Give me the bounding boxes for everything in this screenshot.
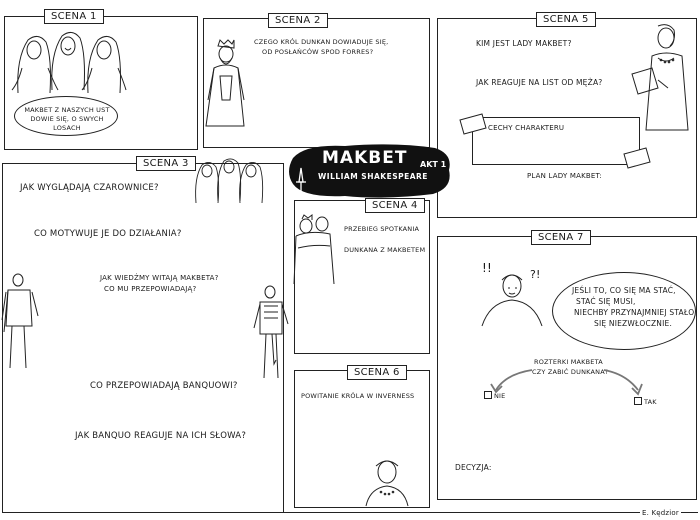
lady-macbeth-illustration [631,24,689,131]
option-yes[interactable]: Tak [634,397,657,407]
scene-7-quote-line1: Jeśli to, co się ma stać, [572,286,676,295]
scene-1-bubble-text: Makbet z naszych ust dowie się, o swych … [24,106,110,132]
scene-3-question-4: Co przepowiadają Banquowi? [90,381,238,391]
play-title: Makbet [322,148,408,168]
option-no[interactable]: Nie [484,391,506,401]
scene-3-question-1: Jak wyglądają czarownice? [20,183,159,193]
play-author: William Shakespeare [318,172,428,181]
scene-1-label: Scena 1 [44,9,104,24]
scene-1-speech-bubble [14,96,118,136]
bottom-rule [2,512,698,513]
witches-illustration [11,32,127,94]
option-no-checkbox[interactable] [484,391,492,399]
option-yes-label: Tak [644,398,657,406]
king-duncan-illustration [205,39,245,127]
witches-small-illustration [195,158,264,204]
scene-5-label: Scena 5 [536,12,596,27]
scene-7-quote-line2: stać się musi, [576,297,636,306]
embrace-illustration [293,214,335,285]
decision-label: Decyzja: [455,463,492,472]
scene-7-dilemma-line1: Rozterki Makbeta [534,358,603,366]
scene-2-question-line1: Czego król Dunkan dowiaduje się, [254,38,389,46]
macbeth-figure-illustration [1,273,39,369]
scene-2-question-line2: od posłańców spod Forres? [262,48,374,56]
macbeth-portrait-illustration [481,274,543,327]
option-yes-checkbox[interactable] [634,397,642,405]
scene-7-quote-line3: niechby przynajmniej stało [574,308,695,317]
choice-arrows [490,369,643,396]
scene-7-speech-bubble [552,272,696,350]
tape-decoration [459,113,651,169]
signature: E. Kędzior [640,509,681,519]
lady-macbeth-portrait-illustration [365,460,409,507]
scene-7-quote-line4: się niezwłocznie. [594,319,673,328]
scene-4-label: Scena 4 [365,198,425,213]
title-ink-blob [289,144,450,198]
banquo-figure-illustration [253,285,289,379]
scene-7-label: Scena 7 [531,230,591,245]
scene-3-question-2: Co motywuje je do działania? [34,229,182,239]
scene-3-question-5: Jak Banquo reaguje na ich słowa? [75,431,247,441]
scene-5-question-1: Kim jest Lady Makbet? [476,39,572,48]
scene-5-question-2: Jak reaguje na list od męża? [476,78,603,87]
scene-3-question-3-line1: Jak wiedźmy witają Makbeta? [100,274,219,282]
scene-7-question-mark: ?! [530,268,541,281]
option-no-label: Nie [494,392,506,400]
scene-4-text-line1: Przebieg spotkania [344,225,420,233]
scene-6-text: Powitanie króla w Inverness [301,392,415,400]
scene-7-dilemma-line2: Czy zabić Dunkana? [532,368,609,376]
plan-label: Plan Lady Makbet: [527,172,602,180]
scene-4-text-line2: Dunkana z Makbetem [344,246,426,254]
scene-3-question-3-line2: Co mu przepowiadają? [104,285,197,293]
dagger-icon [296,167,306,192]
scene-3-panel [2,163,284,513]
scene-7-exclaim: !! [482,261,493,275]
scene-6-label: Scena 6 [347,365,407,380]
play-act: Akt 1 [420,160,447,169]
scene-3-label: Scena 3 [136,156,196,171]
traits-label: Cechy charakteru [488,124,565,132]
traits-box [472,117,640,165]
scene-2-label: Scena 2 [268,13,328,28]
